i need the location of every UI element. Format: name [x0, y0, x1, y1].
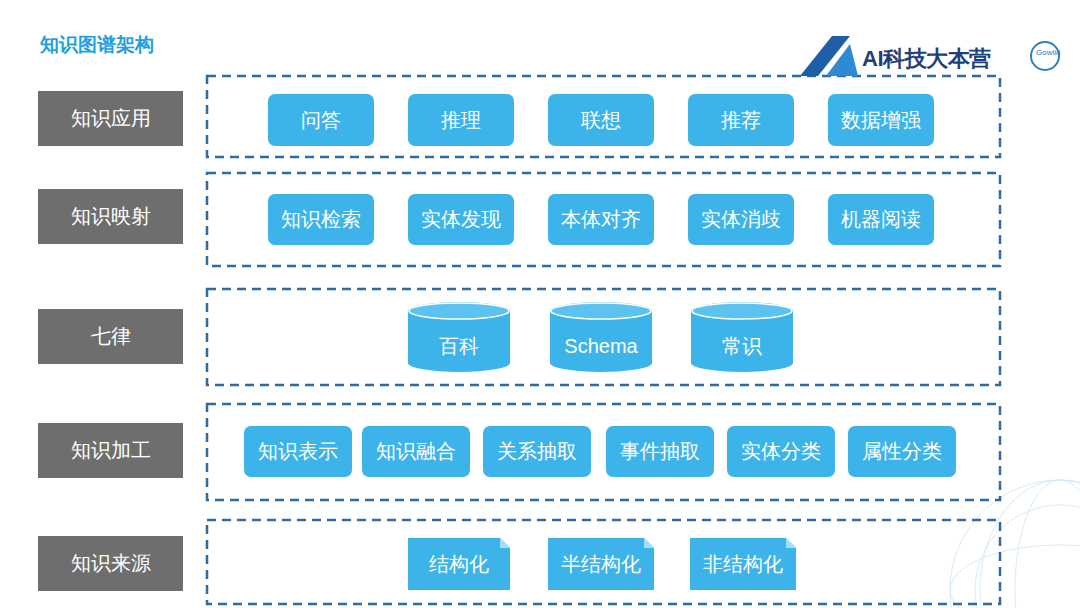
- node-text: 知识检索: [281, 206, 361, 233]
- node-text: 事件抽取: [620, 438, 700, 465]
- document-box: 半结构化: [548, 538, 654, 590]
- logo-text: AI科技大本营: [862, 44, 991, 74]
- node-text: 实体分类: [741, 438, 821, 465]
- node-text: 推荐: [721, 107, 761, 134]
- node-text: 知识来源: [71, 550, 151, 577]
- document-box: 非结构化: [690, 538, 796, 590]
- node-text: 知识加工: [71, 437, 151, 464]
- function-box: 推理: [408, 94, 514, 146]
- node-text: 属性分类: [862, 438, 942, 465]
- layer-label: 七律: [38, 309, 183, 364]
- function-box: 知识检索: [268, 194, 374, 245]
- function-box: 问答: [268, 94, 374, 146]
- function-box: 实体发现: [408, 194, 514, 245]
- cylinder-body: [691, 302, 793, 372]
- document-fold: [644, 538, 654, 548]
- function-box: 本体对齐: [548, 194, 654, 245]
- document-box: 结构化: [408, 538, 510, 590]
- node-text: 半结构化: [561, 551, 641, 578]
- cylinder-top: [409, 303, 509, 319]
- document-fold: [500, 538, 510, 548]
- node-text: 推理: [441, 107, 481, 134]
- document-body: [548, 538, 654, 590]
- diagram-title: 知识图谱架构: [40, 32, 154, 58]
- logo-small-text: Gowild: [1036, 48, 1060, 57]
- function-box: 事件抽取: [606, 426, 714, 477]
- cylinder-body: [550, 302, 652, 372]
- node-text: 关系抽取: [497, 438, 577, 465]
- cylinder-top: [551, 303, 651, 319]
- node-text: 知识表示: [258, 438, 338, 465]
- node-text: Schema: [564, 335, 637, 358]
- node-text: 百科: [439, 333, 479, 360]
- function-box: 知识融合: [362, 426, 470, 477]
- node-text: 知识应用: [71, 105, 151, 132]
- node-text: 非结构化: [703, 551, 783, 578]
- node-text: 实体消歧: [701, 206, 781, 233]
- node-text: 机器阅读: [841, 206, 921, 233]
- node-text: 数据增强: [841, 107, 921, 134]
- layer-band: [207, 76, 1000, 604]
- function-box: 知识表示: [244, 426, 352, 477]
- document-fold: [786, 538, 796, 548]
- logo-mark: [800, 36, 1059, 76]
- function-box: 推荐: [688, 94, 794, 146]
- cylinder-top: [692, 303, 792, 319]
- function-box: 联想: [548, 94, 654, 146]
- function-box: 关系抽取: [483, 426, 591, 477]
- node-text: 结构化: [429, 551, 489, 578]
- node-text: 知识融合: [376, 438, 456, 465]
- database-cylinder: 常识: [691, 302, 793, 372]
- node-text: 常识: [722, 333, 762, 360]
- layer-label: 知识来源: [38, 536, 183, 591]
- database-cylinder: Schema: [550, 302, 652, 372]
- function-box: 数据增强: [828, 94, 934, 146]
- node-text: 联想: [581, 107, 621, 134]
- node-text: 本体对齐: [561, 206, 641, 233]
- cylinder-body: [408, 302, 510, 372]
- layer-label: 知识加工: [38, 423, 183, 478]
- layer-label: 知识映射: [38, 189, 183, 244]
- function-box: 属性分类: [848, 426, 956, 477]
- node-text: 问答: [301, 107, 341, 134]
- document-body: [408, 538, 510, 590]
- node-text: 知识映射: [71, 203, 151, 230]
- database-cylinder: 百科: [408, 302, 510, 372]
- node-text: 实体发现: [421, 206, 501, 233]
- function-box: 实体消歧: [688, 194, 794, 245]
- function-box: 机器阅读: [828, 194, 934, 245]
- document-body: [690, 538, 796, 590]
- node-text: 七律: [91, 323, 131, 350]
- layer-label: 知识应用: [38, 91, 183, 146]
- function-box: 实体分类: [727, 426, 835, 477]
